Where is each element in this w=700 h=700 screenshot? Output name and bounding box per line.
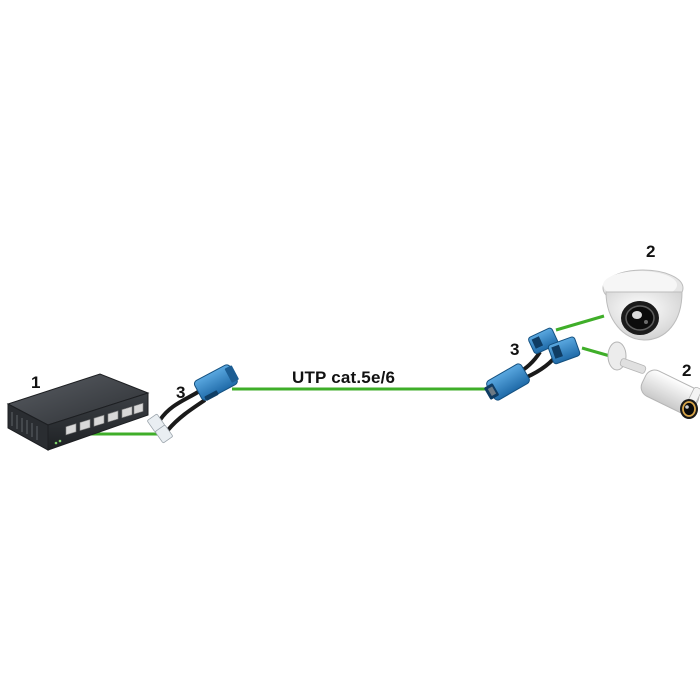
cable-to-dome-camera [555,314,605,332]
switch-number-label: 1 [31,373,41,392]
splitter-right-number-label: 3 [510,340,520,359]
bullet-camera-number-label: 2 [682,361,692,380]
splitter-left-number-label: 3 [176,383,186,402]
network-switch-icon [6,373,150,451]
poe-splitter-left-icon [147,364,239,443]
dome-camera-icon [602,269,684,341]
cable-to-bullet-camera [581,346,611,358]
dome-camera-number-label: 2 [646,242,656,261]
poe-splitter-right-icon [484,327,581,401]
bullet-camera-icon [607,341,700,419]
cable-type-label: UTP cat.5e/6 [292,368,396,387]
switch-ports [65,402,144,436]
